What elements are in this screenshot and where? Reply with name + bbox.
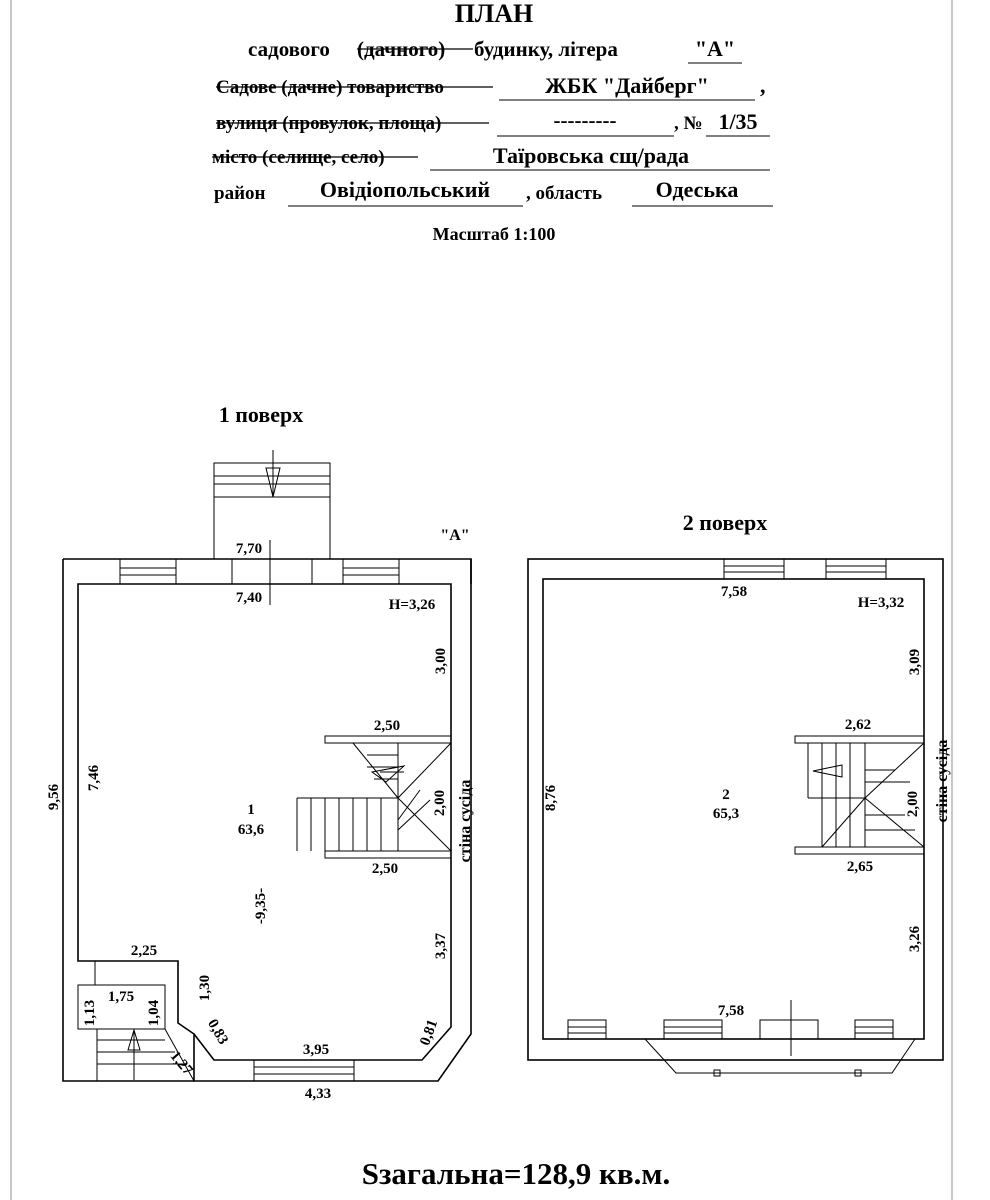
page-border-left [10, 0, 12, 1200]
district-label: район [214, 183, 266, 204]
page-border-right [951, 0, 953, 1200]
f1-dim-left-inner: 7,46 [86, 764, 102, 791]
district-value: Овідіопольський [320, 177, 490, 202]
header-line-2: Садове (дачне) товариство ЖБК "Дайберг" … [216, 73, 766, 101]
litera-value: "А" [695, 36, 735, 61]
total-area: Sзагальна=128,9 кв.м. [362, 1156, 671, 1191]
floor2-balcony [644, 1038, 916, 1074]
scale-label: Масштаб 1:100 [433, 224, 556, 244]
region-value: Одеська [656, 177, 739, 202]
f1-dim-stair-top: 2,50 [374, 718, 400, 734]
f1-room-area: 63,6 [238, 822, 265, 838]
f1-dim-middle: -9,35- [253, 888, 269, 924]
f2-dim-stair-height: 2,00 [905, 791, 921, 817]
f1-dim-porch-top: 2,25 [131, 943, 157, 959]
f1-dim-porch-left: 1,13 [82, 1000, 98, 1026]
f2-dim-left: 8,76 [543, 784, 559, 811]
f2-neighbor-wall: стіна сусіда [934, 740, 951, 823]
town-value: Таїровська сщ/рада [493, 143, 689, 168]
f1-dim-porch-side: 1,30 [197, 975, 213, 1001]
floor1-top-steps [213, 450, 331, 560]
f1-dim-diag-left: 0,83 [204, 1017, 231, 1048]
f2-dim-stair-top: 2,62 [845, 717, 871, 733]
f1-dim-stair-bottom: 2,50 [372, 861, 398, 877]
header-line-1: садового (дачного) будинку, літера "А" [248, 36, 742, 64]
f2-height: Н=3,32 [858, 595, 904, 611]
f2-dim-top: 7,58 [721, 584, 747, 600]
f1-dim-top-inner: 7,40 [236, 590, 262, 606]
header-line-5: район Овідіопольський , область Одеська [214, 177, 773, 207]
f1-dim-porch-diag: 1,27 [166, 1048, 195, 1079]
street-value: --------- [554, 108, 617, 132]
floor1-bottom-window [253, 1059, 355, 1082]
f1-dim-porch-depth: 1,04 [146, 999, 162, 1026]
floor2-plan: 2 поверх [527, 510, 951, 1077]
floor2-title: 2 поверх [683, 510, 768, 535]
f1-dim-bottom-inner: 3,95 [303, 1042, 329, 1058]
f1-dim-top-outer: 7,70 [236, 541, 262, 557]
floor2-stair [794, 735, 925, 855]
number-label: , № [674, 113, 703, 134]
f1-dim-porch-inner: 1,75 [108, 989, 134, 1005]
f2-dim-bottom: 7,58 [718, 1003, 744, 1019]
f2-dim-right-upper: 3,09 [907, 649, 923, 675]
stair-arrow-1 [370, 765, 406, 783]
f1-dim-left-outer: 9,56 [46, 783, 62, 810]
floor1-stair [296, 735, 452, 859]
floor2-bottom-windows [567, 1000, 916, 1077]
floor1-outer-left-wall [62, 559, 194, 1082]
f2-dim-right-lower: 3,26 [907, 925, 923, 952]
floor1-letter: "А" [440, 527, 469, 544]
floor1-top-windows [119, 540, 400, 605]
f1-room-number: 1 [247, 802, 255, 818]
f1-dim-stair-height: 2,00 [432, 790, 448, 816]
header-line-3: вулиця (провулок, площа) --------- , № 1… [216, 108, 770, 137]
f2-room-area: 65,3 [713, 806, 739, 822]
floor2-top-windows [723, 558, 887, 580]
header-line2-comma: , [760, 73, 766, 98]
plan-title: ПЛАН [455, 0, 534, 28]
f1-dim-right-lower: 3,37 [433, 932, 449, 959]
region-label: , область [526, 183, 602, 204]
f2-room-number: 2 [722, 787, 730, 803]
f1-neighbor-wall: стіна сусіда [457, 780, 474, 863]
f2-dim-stair-bottom: 2,65 [847, 859, 873, 875]
header-line-4: місто (селище, село) Таїровська сщ/рада [212, 143, 770, 171]
floor1-title: 1 поверх [219, 402, 304, 427]
floor1-plan: 1 поверх "А" [46, 402, 474, 1102]
f1-height: Н=3,26 [389, 597, 436, 613]
entry-arrow-top [265, 467, 281, 498]
number-value: 1/35 [718, 109, 757, 134]
f1-dim-bottom-outer: 4,33 [305, 1086, 331, 1102]
society-value: ЖБК "Дайберг" [545, 73, 709, 98]
stair-arrow-2 [812, 764, 843, 778]
f1-dim-right-upper: 3,00 [433, 648, 449, 674]
header-line1-prefix: садового [248, 37, 330, 61]
header-line1-suffix: будинку, літера [474, 37, 618, 61]
floor1-porch [77, 961, 195, 1082]
entry-arrow-porch [127, 1028, 141, 1051]
